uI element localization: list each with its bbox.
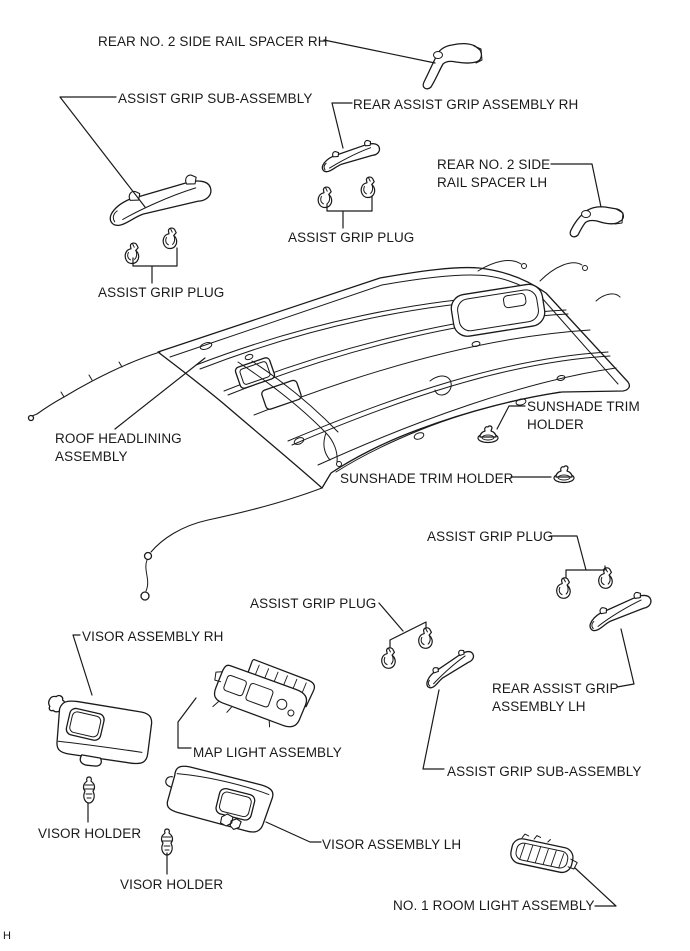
mounting-holes: [199, 341, 566, 445]
rear-no2-side-rail-spacer-lh-part: [569, 206, 624, 238]
leader-lines: [59, 39, 635, 907]
visor-holder-part-1: [82, 776, 96, 804]
leader-plug-rh-bracket: [326, 195, 373, 229]
label-line: ASSEMBLY LH: [492, 699, 586, 714]
label-visor-holder-1: VISOR HOLDER: [38, 826, 142, 841]
label-assist-grip-plug-mid-pair: ASSIST GRIP PLUG: [250, 596, 377, 611]
leader-spacer-lh: [550, 163, 602, 208]
label-visor-assembly-rh: VISOR ASSEMBLY RH: [82, 629, 224, 644]
leader-rear-grip-rh: [331, 102, 353, 149]
rear-assist-grip-assembly-rh-part: [318, 137, 383, 173]
assist-grip-plug-part-4: [359, 175, 378, 200]
sunshade-trim-holder-part-2: [553, 465, 575, 484]
sunshade-trim-holder-part-1: [477, 425, 499, 444]
label-line: ASSEMBLY: [55, 449, 128, 464]
leader-visor-lh: [265, 821, 322, 843]
leader-room-light: [574, 867, 617, 907]
leader-rear-grip-lh: [616, 628, 635, 688]
label-map-light-assembly: MAP LIGHT ASSEMBLY: [193, 745, 342, 760]
leader-plug-left-bracket: [132, 247, 178, 284]
assist-grip-sub-assembly-rear-part: [419, 645, 479, 690]
leader-plug-mid: [378, 602, 427, 648]
rear-wire-curls: [477, 260, 621, 302]
label-line: HOLDER: [527, 417, 584, 432]
visor-assembly-rh-part: [48, 694, 153, 767]
front-dangling-wire: [140, 487, 323, 601]
sunroof-opening: [450, 283, 546, 337]
console-cutout: [261, 379, 302, 410]
leader-map-light: [177, 697, 197, 749]
label-roof-headlining-assembly: ROOF HEADLINING ASSEMBLY: [55, 430, 182, 466]
label-sunshade-trim-holder-lower: SUNSHADE TRIM HOLDER: [340, 471, 514, 486]
assist-grip-plug-part-5: [555, 576, 573, 600]
visor-holder-part-2: [160, 828, 174, 856]
leader-grip-sub-bottom: [422, 689, 445, 770]
label-sunshade-trim-holder-upper: SUNSHADE TRIM HOLDER: [527, 398, 640, 434]
leader-plug-right: [549, 535, 606, 579]
label-rear-no2-side-rail-spacer-rh: REAR NO. 2 SIDE RAIL SPACER RH: [98, 34, 328, 49]
leader-roof: [114, 357, 206, 430]
assist-grip-sub-assembly-front-part: [104, 171, 215, 228]
label-assist-grip-plug-right-pair: ASSIST GRIP PLUG: [427, 529, 554, 544]
roof-headlining-assembly-part: [27, 260, 630, 601]
label-assist-grip-plug-rh-pair: ASSIST GRIP PLUG: [288, 230, 415, 245]
rear-no2-side-rail-spacer-rh-part: [422, 42, 483, 90]
label-rear-assist-grip-assembly-lh: REAR ASSIST GRIP ASSEMBLY LH: [492, 680, 619, 716]
rear-assist-grip-assembly-lh-part: [583, 588, 656, 633]
label-rear-no2-side-rail-spacer-lh: REAR NO. 2 SIDE RAIL SPACER LH: [437, 156, 550, 192]
visor-assembly-lh-part: [165, 765, 274, 833]
label-no1-room-light-assembly: NO. 1 ROOM LIGHT ASSEMBLY: [393, 898, 595, 913]
label-visor-assembly-lh: VISOR ASSEMBLY LH: [322, 837, 462, 852]
label-rear-assist-grip-assembly-rh: REAR ASSIST GRIP ASSEMBLY RH: [353, 97, 579, 112]
leader-shade-upper: [496, 405, 526, 430]
leader-spacer-rh: [323, 39, 436, 64]
page-marker: H: [3, 930, 11, 942]
label-line: REAR NO. 2 SIDE: [437, 157, 551, 172]
label-assist-grip-plug-left-pair: ASSIST GRIP PLUG: [98, 285, 225, 300]
room-light-part: [510, 833, 578, 874]
assist-grip-plug-part-7: [380, 646, 398, 670]
leader-visor-rh: [72, 634, 93, 696]
leader-grip-sub-top: [59, 96, 146, 208]
label-line: ROOF HEADLINING: [55, 431, 182, 446]
assist-grip-plug-part-1: [123, 241, 142, 266]
map-light-assembly-part: [212, 659, 316, 728]
assist-grip-plug-part-8: [417, 626, 435, 650]
label-line: RAIL SPACER LH: [437, 175, 548, 190]
label-assist-grip-sub-assembly-bottom: ASSIST GRIP SUB-ASSEMBLY: [447, 764, 642, 779]
label-visor-holder-2: VISOR HOLDER: [120, 877, 224, 892]
side-rail-wire-left: [27, 351, 161, 422]
roof-wire-harness: [237, 360, 452, 467]
label-line: SUNSHADE TRIM: [527, 399, 640, 414]
assist-grip-plug-part-3: [316, 185, 335, 210]
label-assist-grip-sub-assembly-top: ASSIST GRIP SUB-ASSEMBLY: [118, 91, 313, 106]
assist-grip-plug-part-2: [161, 226, 180, 251]
label-line: REAR ASSIST GRIP: [492, 681, 619, 696]
